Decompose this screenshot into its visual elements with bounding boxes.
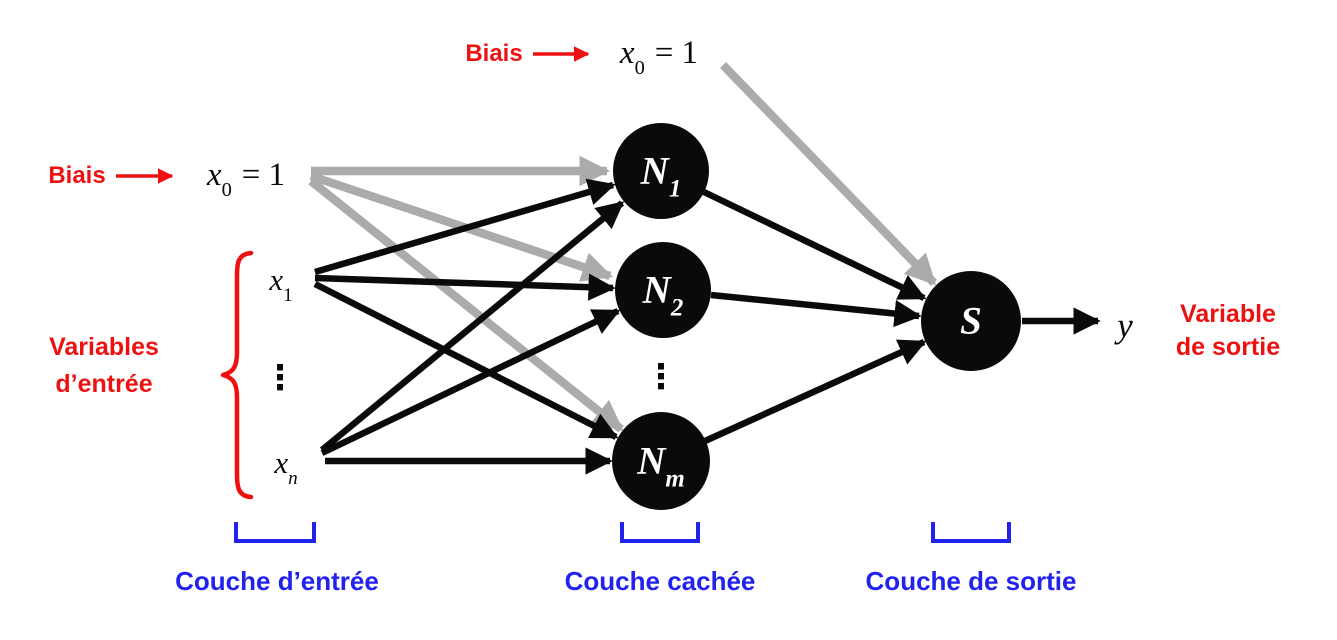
node-s-label: S — [960, 299, 982, 344]
hidden-layer-bracket — [620, 522, 700, 543]
bias-top-edge-s — [719, 62, 938, 286]
bias-top-label: Biais — [465, 40, 523, 68]
input-layer-caption: Couche d’entrée — [175, 566, 379, 597]
hidden-layer-caption: Couche cachée — [564, 566, 756, 597]
hidden-ellipsis: ⋮ — [644, 357, 678, 397]
bias-left-var-base: x — [206, 157, 222, 194]
node-n2-label: N2 — [642, 268, 684, 321]
bias-top-var-base: x — [619, 35, 635, 72]
bias-top-var-suffix: = 1 — [654, 35, 699, 72]
input-xn: xn — [274, 445, 297, 488]
input-xn-base: x — [274, 445, 289, 481]
input-ellipsis: ⋮ — [263, 358, 297, 398]
edge-xn-n1 — [319, 200, 625, 453]
input-layer-bracket — [234, 522, 316, 543]
node-n2-base: N — [642, 268, 671, 312]
output-layer-bracket — [931, 522, 1011, 543]
input-group-label-line1: Variables — [49, 333, 159, 361]
node-n2-circle — [615, 242, 711, 338]
input-group-label: Variables d’entrée — [49, 329, 159, 403]
edge-x1-n2 — [314, 273, 616, 301]
node-n1-base: N — [640, 149, 669, 193]
edge-x1-n1 — [314, 178, 616, 276]
node-n2-sub: 2 — [670, 294, 684, 322]
output-variable-label: Variable de sortie — [1176, 298, 1280, 364]
node-nm-label: Nm — [637, 439, 685, 492]
input-xn-sub: n — [288, 467, 298, 489]
bias-top-variable: x0 = 1 — [619, 35, 699, 78]
edge-n2-s — [710, 291, 922, 328]
bias-left-edge-nm — [308, 177, 624, 433]
output-y: y — [1117, 306, 1133, 346]
input-x1-sub: 1 — [283, 284, 293, 306]
edge-x1-nm — [313, 281, 619, 440]
input-group-brace — [220, 250, 254, 500]
bias-left-edge-n2 — [309, 171, 613, 282]
node-n1-label: N1 — [640, 149, 682, 202]
node-nm-base: N — [637, 439, 666, 483]
node-s-circle — [921, 271, 1021, 371]
node-s-base: S — [960, 299, 982, 343]
edge-n1-s — [702, 189, 927, 301]
bias-left-var-sub: 0 — [221, 179, 232, 202]
edge-xn-n2 — [320, 308, 621, 456]
output-layer-caption: Couche de sortie — [865, 566, 1077, 597]
output-variable-label-line1: Variable — [1180, 300, 1276, 328]
node-nm-circle — [612, 412, 710, 510]
node-n1-circle — [613, 123, 709, 219]
bias-left-label: Biais — [48, 162, 106, 190]
output-y-base: y — [1117, 305, 1133, 345]
input-x1: x1 — [269, 262, 292, 305]
bias-left-variable: x0 = 1 — [206, 157, 286, 200]
output-variable-label-line2: de sortie — [1175, 333, 1281, 361]
bias-left-var-suffix: = 1 — [241, 157, 286, 194]
edge-nm-s — [703, 339, 927, 444]
node-nm-sub: m — [665, 465, 685, 493]
input-x1-base: x — [269, 262, 284, 298]
bias-top-var-sub: 0 — [634, 57, 645, 80]
node-n1-sub: 1 — [668, 175, 682, 203]
input-group-label-line2: d’entrée — [55, 370, 153, 398]
